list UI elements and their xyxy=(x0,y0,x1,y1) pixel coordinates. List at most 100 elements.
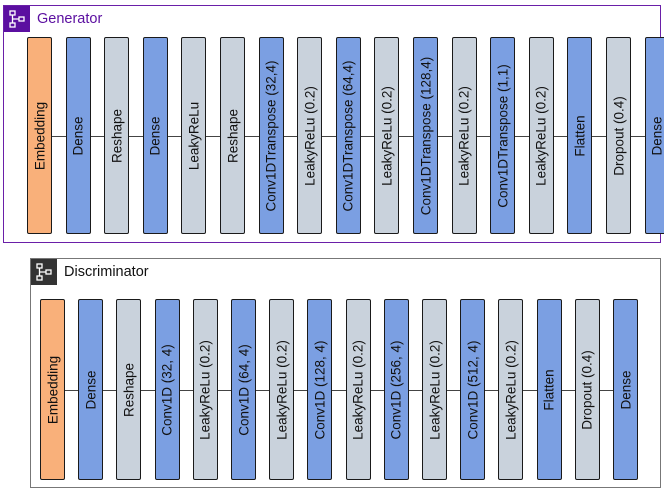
layer-connector xyxy=(129,135,143,137)
layer-label: Conv1D (512, 4) xyxy=(465,339,481,440)
layer-label: LeakyReLu (0.2) xyxy=(456,85,472,186)
layer-label: LeakyReLu (0.2) xyxy=(379,85,395,186)
layer-connector xyxy=(370,389,384,391)
layer-label: Reshape xyxy=(121,362,137,417)
layer-label: Dropout (0.4) xyxy=(611,95,626,176)
layer-connector xyxy=(256,389,270,391)
layer-label: LeakyReLu (0.2) xyxy=(302,85,318,186)
generator-panel: Generator Embedding Dense Reshape Dense Leak… xyxy=(3,5,664,243)
layer-label: Reshape xyxy=(109,108,125,163)
layer-label: Dense xyxy=(83,369,99,410)
layer-block: LeakyReLu (0.2) xyxy=(345,299,371,480)
layer-block: LeakyReLu (0.2) xyxy=(269,299,295,480)
layer-block: LeakyReLu (0.2) xyxy=(297,37,323,234)
layer-connector xyxy=(283,135,298,137)
layer-connector xyxy=(592,135,606,137)
discriminator-title: Discriminator xyxy=(64,264,149,280)
layer-connector xyxy=(294,389,308,391)
layer-connector xyxy=(523,389,537,391)
layer-connector xyxy=(561,389,575,391)
layer-connector xyxy=(141,389,155,391)
layer-connector xyxy=(599,389,613,391)
layer-connector xyxy=(485,389,499,391)
layer-connector xyxy=(553,135,568,137)
layer-label: Dense xyxy=(649,115,664,156)
layer-block: Conv1D (64, 4) xyxy=(231,299,256,480)
layer-block: Embedding xyxy=(40,299,65,480)
layer-label: Dropout (0.4) xyxy=(579,349,595,430)
generator-title: Generator xyxy=(37,11,103,27)
layer-block: Embedding xyxy=(27,37,52,234)
layer-label: Conv1D (256, 4) xyxy=(388,339,404,440)
layer-connector xyxy=(515,135,529,137)
layer-block: Reshape xyxy=(116,299,142,480)
layer-block: Reshape xyxy=(104,37,130,234)
layer-label: Embedding xyxy=(32,101,47,170)
layer-label: Conv1DTranspose (1,1) xyxy=(495,63,511,208)
layer-connector xyxy=(332,389,346,391)
layer-connector xyxy=(447,389,461,391)
layer-label: Conv1D (64, 4) xyxy=(236,343,251,436)
layer-connector xyxy=(52,135,66,137)
layer-label: LeakyReLu (0.2) xyxy=(350,339,366,440)
layer-block: Dropout (0.4) xyxy=(606,37,631,234)
layer-block: LeakyReLu (0.2) xyxy=(451,37,477,234)
layer-connector xyxy=(438,135,452,137)
layer-label: Flatten xyxy=(572,114,588,157)
layer-label: Embedding xyxy=(45,355,60,424)
layer-label: Dense xyxy=(70,115,86,156)
layer-connector xyxy=(217,389,231,391)
layer-block: LeakyReLu xyxy=(181,37,207,234)
layer-label: LeakyReLu (0.2) xyxy=(503,339,519,440)
layer-block: LeakyReLu (0.2) xyxy=(192,299,218,480)
layer-block: Dense xyxy=(142,37,168,234)
layer-block: LeakyReLu (0.2) xyxy=(528,37,554,234)
layer-connector xyxy=(103,389,117,391)
layer-connector xyxy=(476,135,491,137)
layer-block: Dense xyxy=(613,299,638,480)
layer-block: Dropout (0.4) xyxy=(574,299,600,480)
layer-label: LeakyReLu (0.2) xyxy=(533,85,549,186)
layer-block: Conv1DTranspose (64,4) xyxy=(335,37,361,234)
layer-label: LeakyReLu (0.2) xyxy=(274,339,290,440)
layer-block: Flatten xyxy=(567,37,593,234)
layer-connector xyxy=(399,135,413,137)
layer-label: LeakyReLu (0.2) xyxy=(197,339,213,440)
layer-block: Conv1D (32, 4) xyxy=(154,299,180,480)
flowchart-icon xyxy=(31,259,57,285)
layer-block: LeakyReLu (0.2) xyxy=(498,299,524,480)
layer-block: Conv1D (256, 4) xyxy=(383,299,409,480)
layer-label: Dense xyxy=(147,115,163,156)
layer-label: Conv1DTranspose (64,4) xyxy=(340,59,356,212)
layer-connector xyxy=(179,389,193,391)
layer-block: Flatten xyxy=(536,299,562,480)
layer-connector xyxy=(408,389,422,391)
flowchart-icon xyxy=(4,6,30,32)
layer-block: Dense xyxy=(65,37,91,234)
layer-connector xyxy=(322,135,336,137)
layer-label: Conv1DTranspose (128,4) xyxy=(418,56,433,215)
layer-label: LeakyReLu (0.2) xyxy=(427,339,442,440)
layer-block: LeakyReLu (0.2) xyxy=(374,37,400,234)
layer-block: Conv1D (512, 4) xyxy=(460,299,486,480)
layer-block: Conv1D (128, 4) xyxy=(307,299,333,480)
layer-block: Dense xyxy=(78,299,104,480)
layer-block: LeakyReLu (0.2) xyxy=(422,299,447,480)
layer-block: Conv1DTranspose (128,4) xyxy=(413,37,438,234)
layer-label: LeakyReLu xyxy=(186,101,202,170)
layer-block: Dense xyxy=(644,37,664,234)
layer-connector xyxy=(65,389,79,391)
layer-label: Conv1D (32, 4) xyxy=(159,343,175,436)
layer-connector xyxy=(631,135,645,137)
layer-label: Conv1D (128, 4) xyxy=(312,339,328,440)
discriminator-panel: Discriminator Embedding Dense Reshape Conv1… xyxy=(30,258,661,488)
layer-block: Reshape xyxy=(220,37,245,234)
layer-connector xyxy=(167,135,182,137)
layer-connector xyxy=(90,135,105,137)
layer-connector xyxy=(360,135,375,137)
layer-label: Conv1DTranspose (32,4) xyxy=(263,59,279,212)
layer-block: Conv1DTranspose (1,1) xyxy=(490,37,516,234)
layer-label: Reshape xyxy=(225,108,240,163)
layer-label: Dense xyxy=(618,369,633,410)
layer-label: Flatten xyxy=(541,368,557,411)
